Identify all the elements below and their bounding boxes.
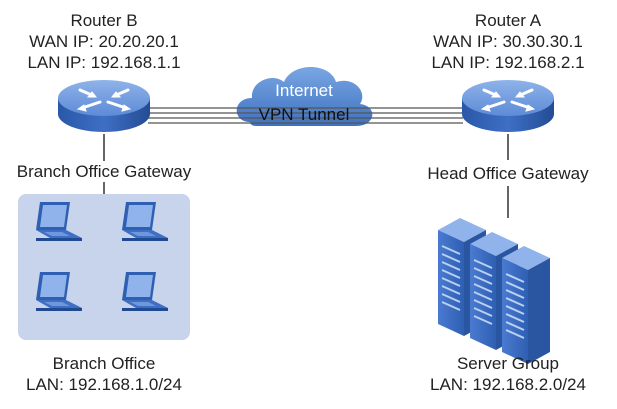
router-a-info: Router A WAN IP: 30.30.30.1 LAN IP: 192.… [431, 10, 584, 73]
head-gateway-label: Head Office Gateway [425, 163, 591, 184]
server-group-name: Server Group [456, 354, 560, 373]
router-b-icon [56, 78, 152, 134]
branch-office-info: Branch Office LAN: 192.168.1.0/24 [26, 353, 182, 395]
router-a-lan-ip: LAN IP: 192.168.2.1 [431, 53, 585, 72]
router-b-name: Router B [70, 11, 138, 30]
router-b-wan-ip: WAN IP: 20.20.20.1 [29, 32, 179, 51]
router-b-info: Router B WAN IP: 20.20.20.1 LAN IP: 192.… [27, 10, 180, 73]
server-rack-icon [501, 245, 551, 365]
server-group-lan: LAN: 192.168.2.0/24 [430, 375, 586, 394]
server-group-info: Server Group LAN: 192.168.2.0/24 [430, 353, 586, 395]
router-b-lan-ip: LAN IP: 192.168.1.1 [27, 53, 181, 72]
branch-office-name: Branch Office [52, 354, 156, 373]
router-a-wan-ip: WAN IP: 30.30.30.1 [433, 32, 583, 51]
branch-office-lan: LAN: 192.168.1.0/24 [26, 375, 182, 394]
vpn-tunnel-label: VPN Tunnel [259, 105, 350, 124]
cloud-icon [236, 67, 373, 126]
branch-gateway-label: Branch Office Gateway [14, 161, 194, 182]
internet-label: Internet [275, 81, 333, 100]
vpn-tunnel-lines [148, 107, 463, 124]
router-a-icon [460, 78, 556, 134]
router-a-name: Router A [474, 11, 542, 30]
